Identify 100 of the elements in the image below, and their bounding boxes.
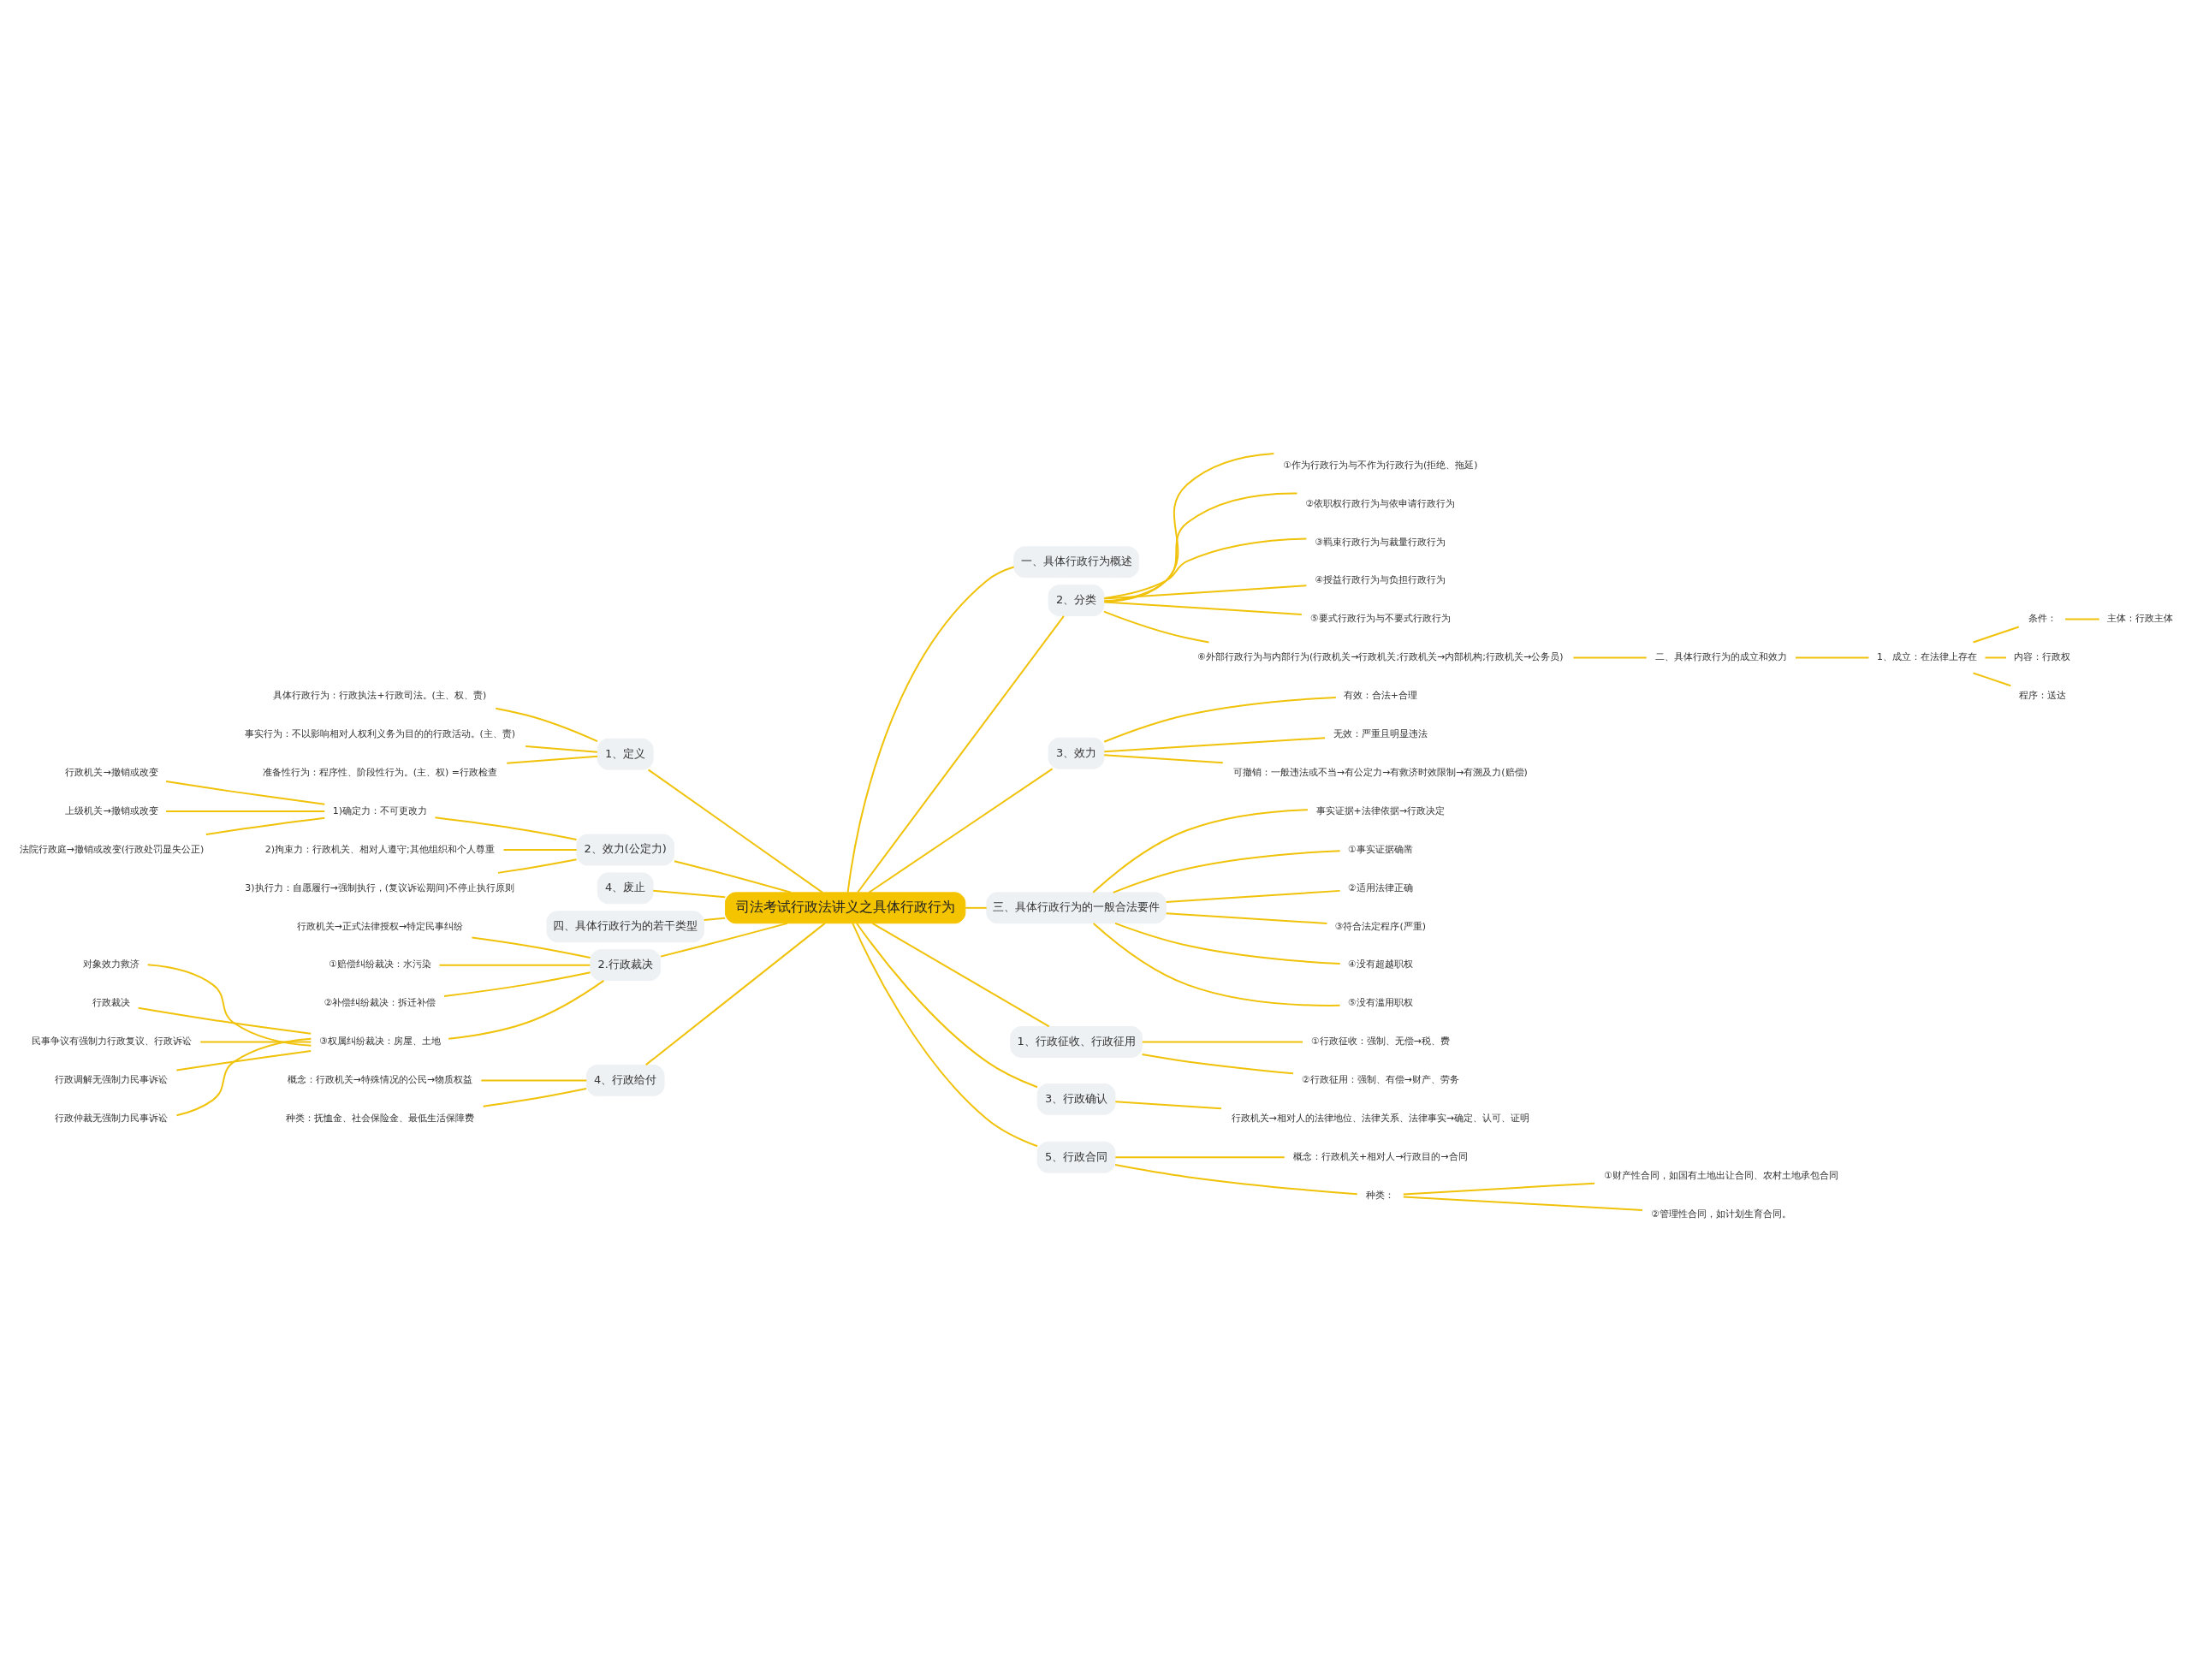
node-text: 概念：行政机关+相对人→行政目的→合同 <box>1292 1150 1468 1162</box>
node-text: 行政机关→撤销或改变 <box>65 766 158 778</box>
node-box: 2.行政裁决 <box>590 949 662 982</box>
node-text: 有效：合法+合理 <box>1343 690 1417 702</box>
connector <box>1112 850 1341 893</box>
connector <box>1165 889 1341 904</box>
connector <box>1984 656 2007 659</box>
node-text: ③羁束行政行为与裁量行政行为 <box>1315 536 1446 548</box>
connector <box>497 858 578 874</box>
connector <box>644 922 826 1066</box>
node-text: 行政机关→正式法律授权→特定民事纠纷 <box>296 920 464 932</box>
connector <box>856 923 1038 1089</box>
connector <box>502 849 578 851</box>
connector <box>965 906 988 909</box>
node-text: 具体行政行为：行政执法+行政司法。(主、权、责) <box>273 690 487 702</box>
connector <box>495 707 598 743</box>
connector <box>1114 1164 1358 1196</box>
node-text: 种类：抚恤金、社会保险金、最低生活保障费 <box>285 1113 474 1125</box>
connector <box>1092 809 1309 893</box>
node-text: 法院行政庭→撤销或改变(行政处罚显失公正) <box>19 843 205 855</box>
node-box: 4、废止 <box>597 872 654 905</box>
node-text: 主体：行政主体 <box>2106 613 2173 625</box>
node-text: 上级机关→撤销或改变 <box>65 804 158 816</box>
connector <box>443 971 591 998</box>
node-text: 对象效力救济 <box>83 959 140 971</box>
connector <box>525 745 598 753</box>
node-text: ⑥外部行政行为与内部行为(行政机关→行政机关;行政机关→内部机构;行政机关→公务员) <box>1197 651 1564 663</box>
connector <box>1795 656 1870 659</box>
node-text: 行政裁决 <box>92 997 131 1009</box>
node-text: 二、具体行政行为的成立和效力 <box>1654 651 1787 663</box>
node-box: 2、分类 <box>1048 585 1105 617</box>
node-box: 5、行政合同 <box>1036 1141 1116 1173</box>
node-text: ②适用法律正确 <box>1347 882 1413 893</box>
node-text: 事实行为：不以影响相对人权利义务为目的的行政活动。(主、责) <box>244 728 516 740</box>
node-text: ②管理性合同，如计划生育合同。 <box>1650 1208 1791 1220</box>
connector <box>165 781 326 805</box>
node-text: ①事实证据确凿 <box>1347 843 1413 855</box>
connector <box>482 1087 587 1107</box>
connector <box>673 860 793 893</box>
node-text: 条件： <box>2028 613 2057 625</box>
connector <box>1972 626 2020 644</box>
connector <box>471 936 591 959</box>
node-text: ②依职权行政行为与依申请行政行为 <box>1305 497 1456 509</box>
connector <box>1141 1041 1303 1043</box>
connector <box>175 1037 312 1117</box>
node-text: 1、成立：在法律上存在 <box>1876 651 1977 663</box>
node-text: 事实证据+法律依据→行政决定 <box>1315 804 1445 816</box>
connector <box>175 1050 312 1072</box>
node-text: 概念：行政机关→特殊情况的公民→物质权益 <box>287 1074 473 1086</box>
connector <box>448 979 605 1040</box>
connector <box>146 964 312 1047</box>
node-text: ⑤没有滥用职权 <box>1347 997 1413 1009</box>
node-text: 3)执行力：自愿履行→强制执行，(复议诉讼期间)不停止执行原则 <box>245 882 515 893</box>
node-box: 四、具体行政行为的若干类型 <box>546 911 704 943</box>
node-box: 3、行政确认 <box>1036 1083 1116 1115</box>
connector <box>1103 737 1327 753</box>
node-box: 2、效力(公定力) <box>576 834 675 866</box>
connector <box>1103 537 1308 599</box>
connector <box>846 566 1015 893</box>
connector <box>659 922 788 958</box>
node-text: 种类： <box>1366 1189 1395 1201</box>
node-text: ⑤要式行政行为与不要式行政行为 <box>1309 613 1451 625</box>
connector <box>703 917 727 921</box>
connector <box>2064 618 2100 620</box>
connector <box>1572 656 1648 659</box>
connector <box>199 1041 312 1043</box>
connector <box>1402 1182 1596 1196</box>
node-box: 3、效力 <box>1048 737 1105 769</box>
node-box: 司法考试行政法讲义之具体行政行为 <box>724 892 966 924</box>
node-text: 行政调解无强制力民事诉讼 <box>55 1074 169 1086</box>
connector <box>137 1006 312 1035</box>
node-text: 准备性行为：程序性、阶段性行为。(主、权) =行政检查 <box>262 766 497 778</box>
connector <box>1103 610 1210 644</box>
connector <box>1114 1101 1222 1110</box>
connector <box>647 769 824 893</box>
connector <box>1103 492 1298 603</box>
node-text: 1)确定力：不可更改力 <box>332 804 427 816</box>
connector <box>871 922 1050 1028</box>
connector <box>1165 912 1328 924</box>
connector <box>165 810 326 813</box>
connector <box>1114 922 1341 965</box>
connector <box>1972 672 2012 687</box>
connector <box>857 614 1065 893</box>
connector <box>852 922 1039 1148</box>
node-box: 1、行政征收、行政征用 <box>1010 1026 1143 1058</box>
node-box: 1、定义 <box>597 738 654 770</box>
node-text: ②补偿纠纷裁决：拆迁补偿 <box>324 997 436 1009</box>
node-text: ③权属纠纷裁决：房屋、土地 <box>318 1036 441 1048</box>
connector <box>868 768 1054 893</box>
node-text: 行政仲裁无强制力民事诉讼 <box>55 1113 169 1125</box>
node-text: 2)拘束力：行政机关、相对人遵守;其他组织和个人尊重 <box>264 843 495 855</box>
node-text: ②行政征用：强制、有偿→财产、劳务 <box>1301 1074 1459 1086</box>
connector <box>480 1079 588 1082</box>
node-box: 4、行政给付 <box>585 1064 665 1096</box>
connector <box>1103 585 1308 600</box>
node-text: 民事争议有强制力行政复议、行政诉讼 <box>32 1036 192 1048</box>
node-text: ④没有超越职权 <box>1347 959 1413 971</box>
connector <box>1141 1054 1294 1075</box>
connector <box>1402 1196 1643 1211</box>
connector <box>506 755 599 764</box>
